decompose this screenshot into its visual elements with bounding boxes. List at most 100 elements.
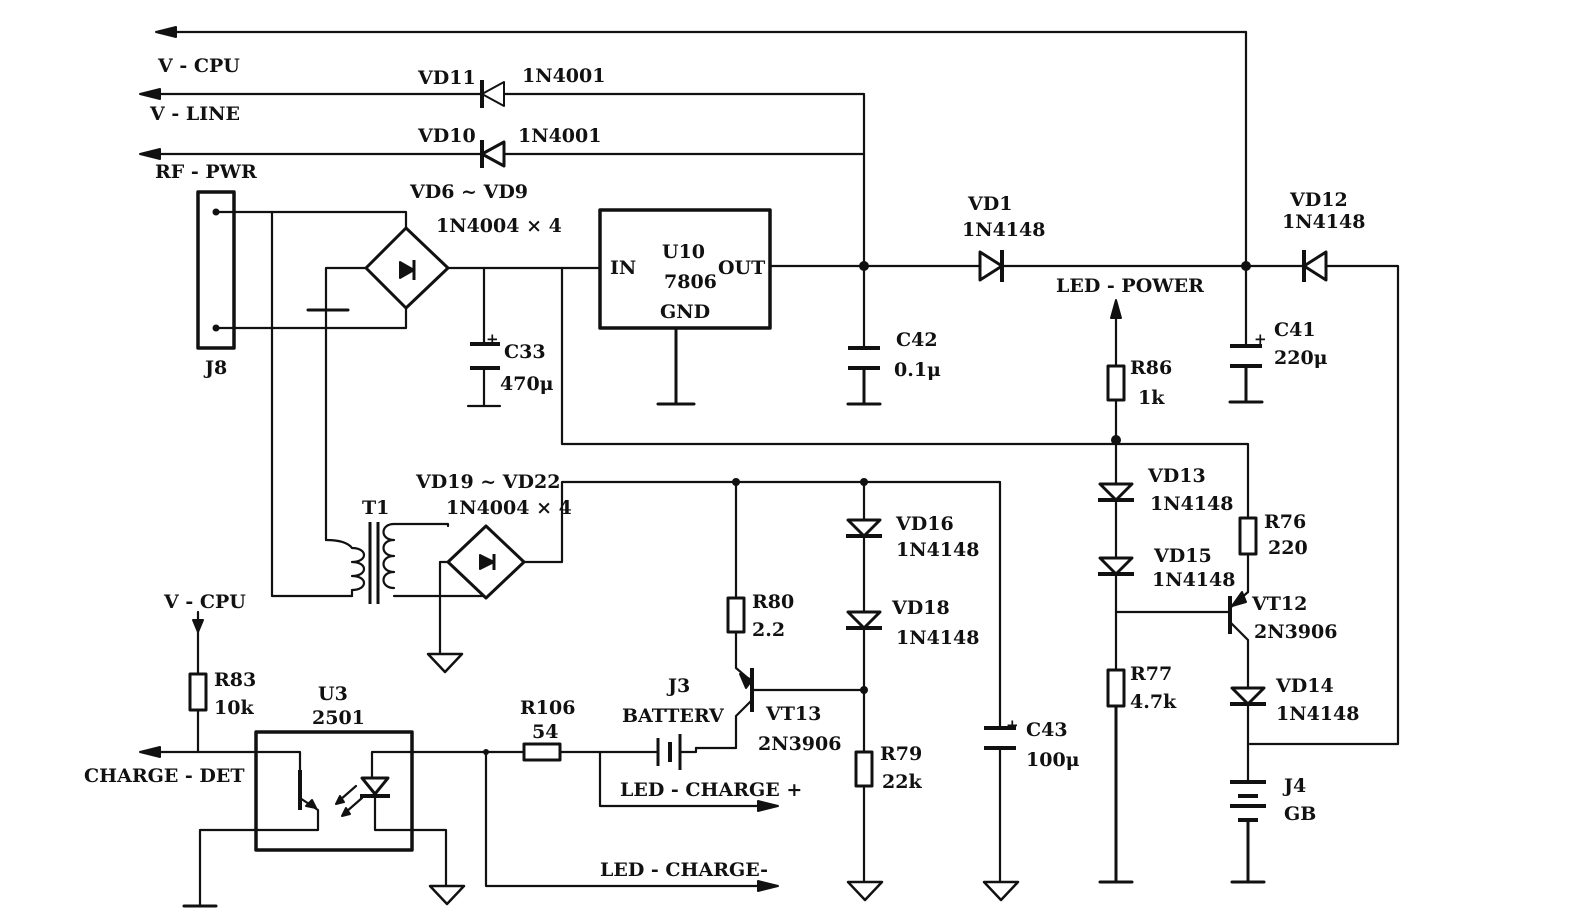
vd11-value: 1N4001 — [522, 65, 605, 87]
led-charge-plus-net: LED - CHARGE + — [598, 750, 802, 812]
c43-ref: C43 — [1026, 719, 1068, 741]
r83-resistor: V - CPU R83 10k — [163, 591, 256, 754]
r83-value: 10k — [214, 697, 254, 719]
r77-resistor: R77 4.7k — [1098, 663, 1177, 884]
six-volt-rail — [768, 261, 1400, 746]
bridge1-ref: VD6 ~ VD9 — [409, 181, 528, 203]
vd15-value: 1N4148 — [1152, 569, 1235, 591]
r76-value: 220 — [1268, 537, 1308, 559]
bridge2-value: 1N4004 × 4 — [446, 497, 572, 519]
c33-polarity: + — [486, 330, 499, 348]
rf-pwr-label: RF - PWR — [155, 161, 257, 183]
v-cpu-top-label: V - CPU — [157, 55, 240, 77]
vd13-diode: VD13 1N4148 — [1098, 465, 1233, 560]
c41-capacitor: + C41 220μ — [1228, 264, 1328, 404]
vd15-ref: VD15 — [1153, 545, 1212, 567]
vd10-diode: VD10 1N4001 — [417, 125, 601, 168]
c43-capacitor: + C43 100μ — [982, 716, 1080, 902]
bridge1-wiring — [214, 210, 1118, 598]
vt12-value: 2N3906 — [1254, 621, 1337, 643]
vd12-ref: VD12 — [1289, 189, 1348, 211]
j4-battery: J4 GB — [1230, 775, 1316, 884]
vd16-value: 1N4148 — [896, 539, 979, 561]
led-power-branch: LED - POWER R86 1k — [1056, 275, 1250, 520]
r106-resistor: R106 54 — [410, 697, 779, 892]
u10-gnd: GND — [660, 301, 710, 323]
vd18-diode: VD18 1N4148 — [846, 597, 979, 754]
vd11-diode: VD11 1N4001 — [417, 65, 605, 108]
v-line-net: V - LINE — [139, 88, 866, 268]
u3-value: 2501 — [312, 707, 365, 729]
vd1-value: 1N4148 — [962, 219, 1045, 241]
v-line-label: V - LINE — [149, 103, 240, 125]
r80-value: 2.2 — [752, 619, 785, 641]
vt12-ref: VT12 — [1251, 593, 1307, 615]
r79-ref: R79 — [880, 743, 922, 765]
v-cpu-top-net: V - CPU — [155, 26, 1248, 268]
vt13-transistor: VT13 2N3906 — [694, 668, 868, 755]
u10-ref: U10 — [662, 241, 705, 263]
vd12-value: 1N4148 — [1282, 211, 1365, 233]
bridge2-ref: VD19 ~ VD22 — [415, 471, 560, 493]
r77-value: 4.7k — [1130, 691, 1177, 713]
vd10-value: 1N4001 — [518, 125, 601, 147]
r80-resistor: R80 2.2 — [726, 478, 794, 682]
c43-polarity: + — [1006, 716, 1019, 734]
vd13-value: 1N4148 — [1150, 493, 1233, 515]
vt12-transistor: VT12 2N3906 — [1228, 590, 1337, 688]
r76-resistor: R76 220 — [1238, 511, 1308, 594]
vd12-diode: VD12 1N4148 — [1282, 189, 1365, 282]
charge-det-label: CHARGE - DET — [84, 765, 245, 787]
r86-value: 1k — [1138, 387, 1165, 409]
r77-ref: R77 — [1130, 663, 1172, 685]
t1-transformer: T1 — [324, 497, 488, 604]
vd11-ref: VD11 — [417, 67, 476, 89]
r80-ref: R80 — [752, 591, 794, 613]
vd10-ref: VD10 — [417, 125, 476, 147]
c42-value: 0.1μ — [894, 359, 941, 381]
vd18-value: 1N4148 — [896, 627, 979, 649]
bridge2-rectifier: VD19 ~ VD22 1N4004 × 4 — [415, 471, 1002, 730]
bridge1-value: 1N4004 × 4 — [436, 215, 562, 237]
r106-value: 54 — [532, 721, 558, 743]
led-charge-plus-label: LED - CHARGE + — [620, 779, 802, 801]
r76-ref: R76 — [1264, 511, 1306, 533]
c41-ref: C41 — [1274, 319, 1316, 341]
led-power-label: LED - POWER — [1056, 275, 1204, 297]
vd15-diode: VD15 1N4148 — [1098, 545, 1235, 672]
j4-ref: J4 — [1282, 775, 1306, 797]
c41-value: 220μ — [1274, 347, 1328, 369]
vd1-ref: VD1 — [967, 193, 1012, 215]
c33-ref: C33 — [504, 341, 546, 363]
vd14-diode: VD14 1N4148 — [1230, 675, 1359, 784]
r106-ref: R106 — [520, 697, 575, 719]
vd16-diode: VD16 1N4148 — [846, 478, 979, 614]
u3-optocoupler: U3 2501 — [182, 683, 466, 908]
u10-part: 7806 — [664, 271, 717, 293]
u10-in: IN — [610, 257, 636, 279]
r86-ref: R86 — [1130, 357, 1172, 379]
j8-ref: J8 — [203, 357, 227, 379]
vd1-diode: VD1 1N4148 — [962, 193, 1045, 282]
led-charge-minus-net: LED - CHARGE- — [600, 859, 768, 881]
vd14-value: 1N4148 — [1276, 703, 1359, 725]
v-cpu-left-label: V - CPU — [163, 591, 246, 613]
r83-ref: R83 — [214, 669, 256, 691]
c42-capacitor: C42 0.1μ — [846, 264, 941, 406]
c33-capacitor: + C33 470μ — [466, 330, 554, 408]
vd18-ref: VD18 — [891, 597, 950, 619]
vd16-ref: VD16 — [895, 513, 954, 535]
vt13-ref: VT13 — [765, 703, 821, 725]
u10-out: OUT — [718, 257, 765, 279]
t1-ref: T1 — [362, 497, 389, 519]
u3-ref: U3 — [318, 683, 348, 705]
led-charge-minus-label: LED - CHARGE- — [600, 859, 768, 881]
j3-value: BATTERV — [622, 705, 725, 727]
vd14-ref: VD14 — [1275, 675, 1334, 697]
r79-resistor: R79 22k — [846, 743, 922, 902]
u10-regulator: IN U10 7806 OUT GND — [598, 208, 772, 406]
j8-connector: J8 — [196, 190, 236, 379]
j3-battery: J3 BATTERV — [558, 675, 725, 770]
bridge1-rectifier: VD6 ~ VD9 1N4004 × 4 — [364, 181, 562, 310]
